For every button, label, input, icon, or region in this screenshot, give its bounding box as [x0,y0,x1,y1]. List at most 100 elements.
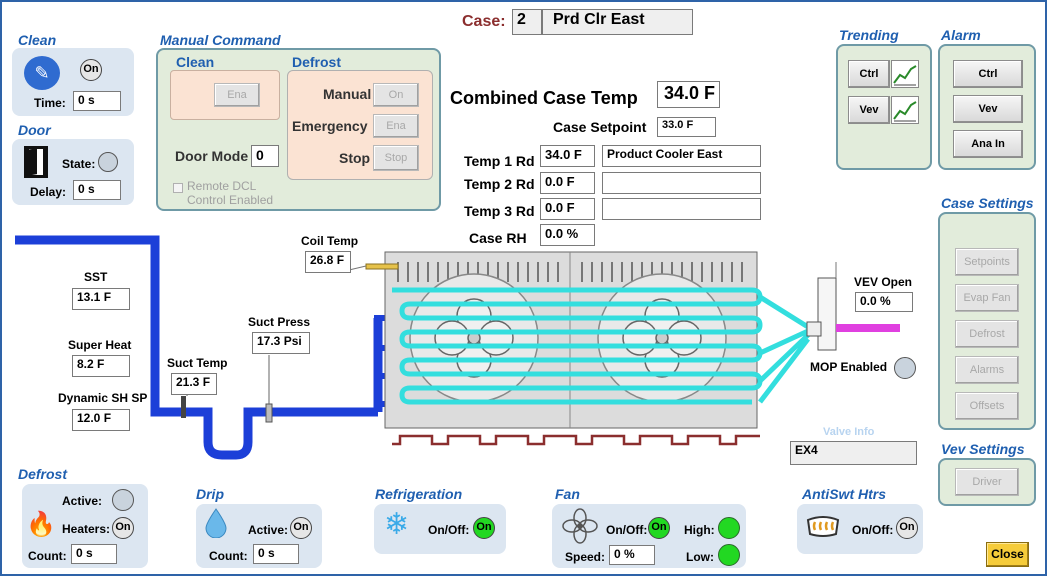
door-icon [24,146,48,178]
drain-heater [392,434,760,446]
combined-case-temp-label: Combined Case Temp [450,88,638,108]
clean-time-label: Time: [34,96,66,110]
fan-icon [562,508,598,544]
fan-onoff-status: On [648,517,670,539]
liquid-line [836,324,900,332]
superheat-label: Super Heat [68,338,132,352]
clean-icon: ✎ [24,56,60,90]
manual-command-title: Manual Command [160,32,281,48]
dynamic-sh-sp-value: 12.0 F [72,409,130,431]
mc-manual-label: Manual [323,86,372,102]
defrost-status-title: Defrost [18,466,68,482]
valve-info-value: EX4 [790,441,917,465]
alarm-vev-button[interactable]: Vev [953,95,1023,123]
trending-title: Trending [839,27,899,43]
vev-open-label: VEV Open [854,275,913,289]
trend-chart-icon[interactable] [891,96,919,124]
water-drop-icon [205,508,227,539]
refrigeration-onoff-status: On [473,517,495,539]
vev-settings-title: Vev Settings [941,441,1025,457]
heaters-label: Heaters: [62,522,111,536]
alarm-ctrl-button[interactable]: Ctrl [953,60,1023,88]
case-setpoint-label: Case Setpoint [553,119,647,135]
case-name: Prd Clr East [542,9,693,35]
drip-title: Drip [196,486,224,502]
door-delay-value: 0 s [73,180,121,200]
remote-dcl-checkbox[interactable] [173,183,183,193]
fan-high-label: High: [684,523,715,537]
heater-icon [805,512,841,542]
case-number: 2 [512,9,542,35]
clean-time-value: 0 s [73,91,121,111]
mop-enabled-indicator [894,357,916,379]
mc-clean-ena-button[interactable]: Ena [214,83,260,107]
coil-tubes [392,287,810,405]
door-state-label: State: [62,157,96,171]
antisweat-onoff-status: On [896,517,918,539]
fan-high-indicator [718,517,740,539]
defrost-count-label: Count: [28,549,67,563]
trend-vev-button[interactable]: Vev [848,96,890,124]
suction-pipe [15,235,378,460]
door-mode-value: 0 [251,145,279,167]
antisweat-onoff-label: On/Off: [852,523,894,537]
temp2-value: 0.0 F [540,172,595,194]
alarms-settings-button[interactable]: Alarms [955,356,1019,384]
driver-button[interactable]: Driver [955,468,1019,496]
offsets-button[interactable]: Offsets [955,392,1019,420]
mc-emergency-ena-button[interactable]: Ena [373,114,419,138]
defrost-active-indicator [112,489,134,511]
alarm-title: Alarm [941,27,981,43]
control-enabled-label: Control Enabled [187,193,274,207]
evap-fan-button[interactable]: Evap Fan [955,284,1019,312]
mop-enabled-label: MOP Enabled [810,360,888,374]
coil-temp-label: Coil Temp [301,234,359,248]
case-settings-title: Case Settings [941,195,1034,211]
valve-info-label: Valve Info [823,426,875,438]
combined-case-temp-value: 34.0 F [657,81,720,108]
alarm-ana-in-button[interactable]: Ana In [953,130,1023,158]
temp3-label: Temp 3 Rd [464,203,535,219]
mc-defrost-title: Defrost [292,54,342,70]
drip-active-status: On [290,517,312,539]
temp1-label: Temp 1 Rd [464,153,535,169]
temp1-name: Product Cooler East [602,145,761,167]
fan-onoff-label: On/Off: [606,523,648,537]
vev-open-value: 0.0 % [855,292,913,312]
expansion-valve [817,277,837,351]
snowflake-icon: ❄ [384,508,410,541]
defrost-settings-button[interactable]: Defrost [955,320,1019,348]
clean-title: Clean [18,32,57,48]
fan-low-label: Low: [686,550,714,564]
defrost-active-label: Active: [62,494,103,508]
door-mode-label: Door Mode [175,148,249,164]
temp3-value: 0.0 F [540,198,595,220]
mc-stop-button[interactable]: Stop [373,145,419,171]
refrigeration-onoff-label: On/Off: [428,523,470,537]
temp2-name [602,172,761,194]
suct-temp-label: Suct Temp [167,356,228,370]
setpoints-button[interactable]: Setpoints [955,248,1019,276]
heaters-status: On [112,517,134,539]
suct-press-probe [265,403,273,423]
case-setpoint-value: 33.0 F [657,117,716,137]
mc-clean-title: Clean [176,54,215,70]
trend-ctrl-button[interactable]: Ctrl [848,60,890,88]
defrost-count-value: 0 s [71,544,117,564]
fan-title: Fan [555,486,580,502]
fan-speed-value: 0 % [609,545,655,565]
trend-chart-icon[interactable] [891,60,919,88]
suct-press-label: Suct Press [248,315,311,329]
sst-value: 13.1 F [72,288,130,310]
drip-count-value: 0 s [253,544,299,564]
fan-low-indicator [718,544,740,566]
close-button[interactable]: Close [986,542,1029,567]
clean-status: On [80,59,102,81]
temp1-value: 34.0 F [540,145,595,167]
mc-manual-on-button[interactable]: On [373,83,419,107]
remote-dcl-label: Remote DCL [187,179,257,193]
case-label: Case: [462,13,506,30]
case-rh-value: 0.0 % [540,224,595,246]
suct-press-value: 17.3 Psi [252,332,310,354]
